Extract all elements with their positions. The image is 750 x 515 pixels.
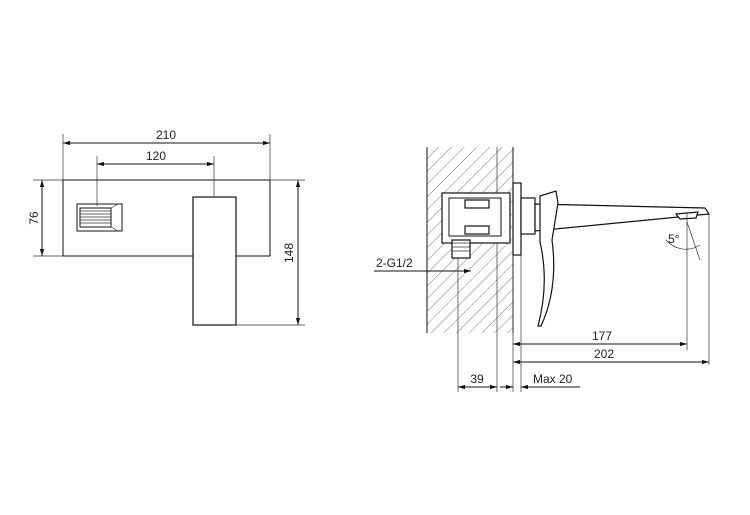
escutcheon <box>520 197 536 235</box>
dim-76: 76 <box>27 179 63 257</box>
wall-plate <box>62 179 271 257</box>
wall-plate-side <box>512 182 522 256</box>
dim-177: 177 <box>513 329 687 347</box>
dim-text-177: 177 <box>592 329 612 343</box>
dim-text-202: 202 <box>594 347 614 361</box>
dim-202: 202 <box>513 347 709 365</box>
concealed-valve-body <box>441 192 511 259</box>
dim-thread: 2-G1/2 <box>374 256 471 274</box>
spout-body <box>192 196 237 326</box>
dim-text-148: 148 <box>282 243 296 263</box>
dim-text-76: 76 <box>27 211 41 225</box>
dim-148: 148 <box>236 179 305 326</box>
dim-max-20: Max 20 <box>500 372 580 390</box>
dim-text-210: 210 <box>156 128 176 142</box>
dim-text-max-20: Max 20 <box>533 372 573 386</box>
dim-120: 120 <box>96 149 215 206</box>
front-view: 210 120 76 148 <box>27 128 305 326</box>
dim-39: 39 <box>458 372 497 390</box>
aerator-outlet <box>76 203 123 232</box>
dim-text-39: 39 <box>470 372 484 386</box>
dim-text-120: 120 <box>146 149 166 163</box>
side-view: 5° 2-G1/2 177 202 39 M <box>374 147 711 392</box>
dim-text-thread: 2-G1/2 <box>376 256 413 270</box>
handle-lever <box>537 190 559 327</box>
dim-210: 210 <box>62 128 271 180</box>
dim-text-angle: 5° <box>668 232 680 246</box>
